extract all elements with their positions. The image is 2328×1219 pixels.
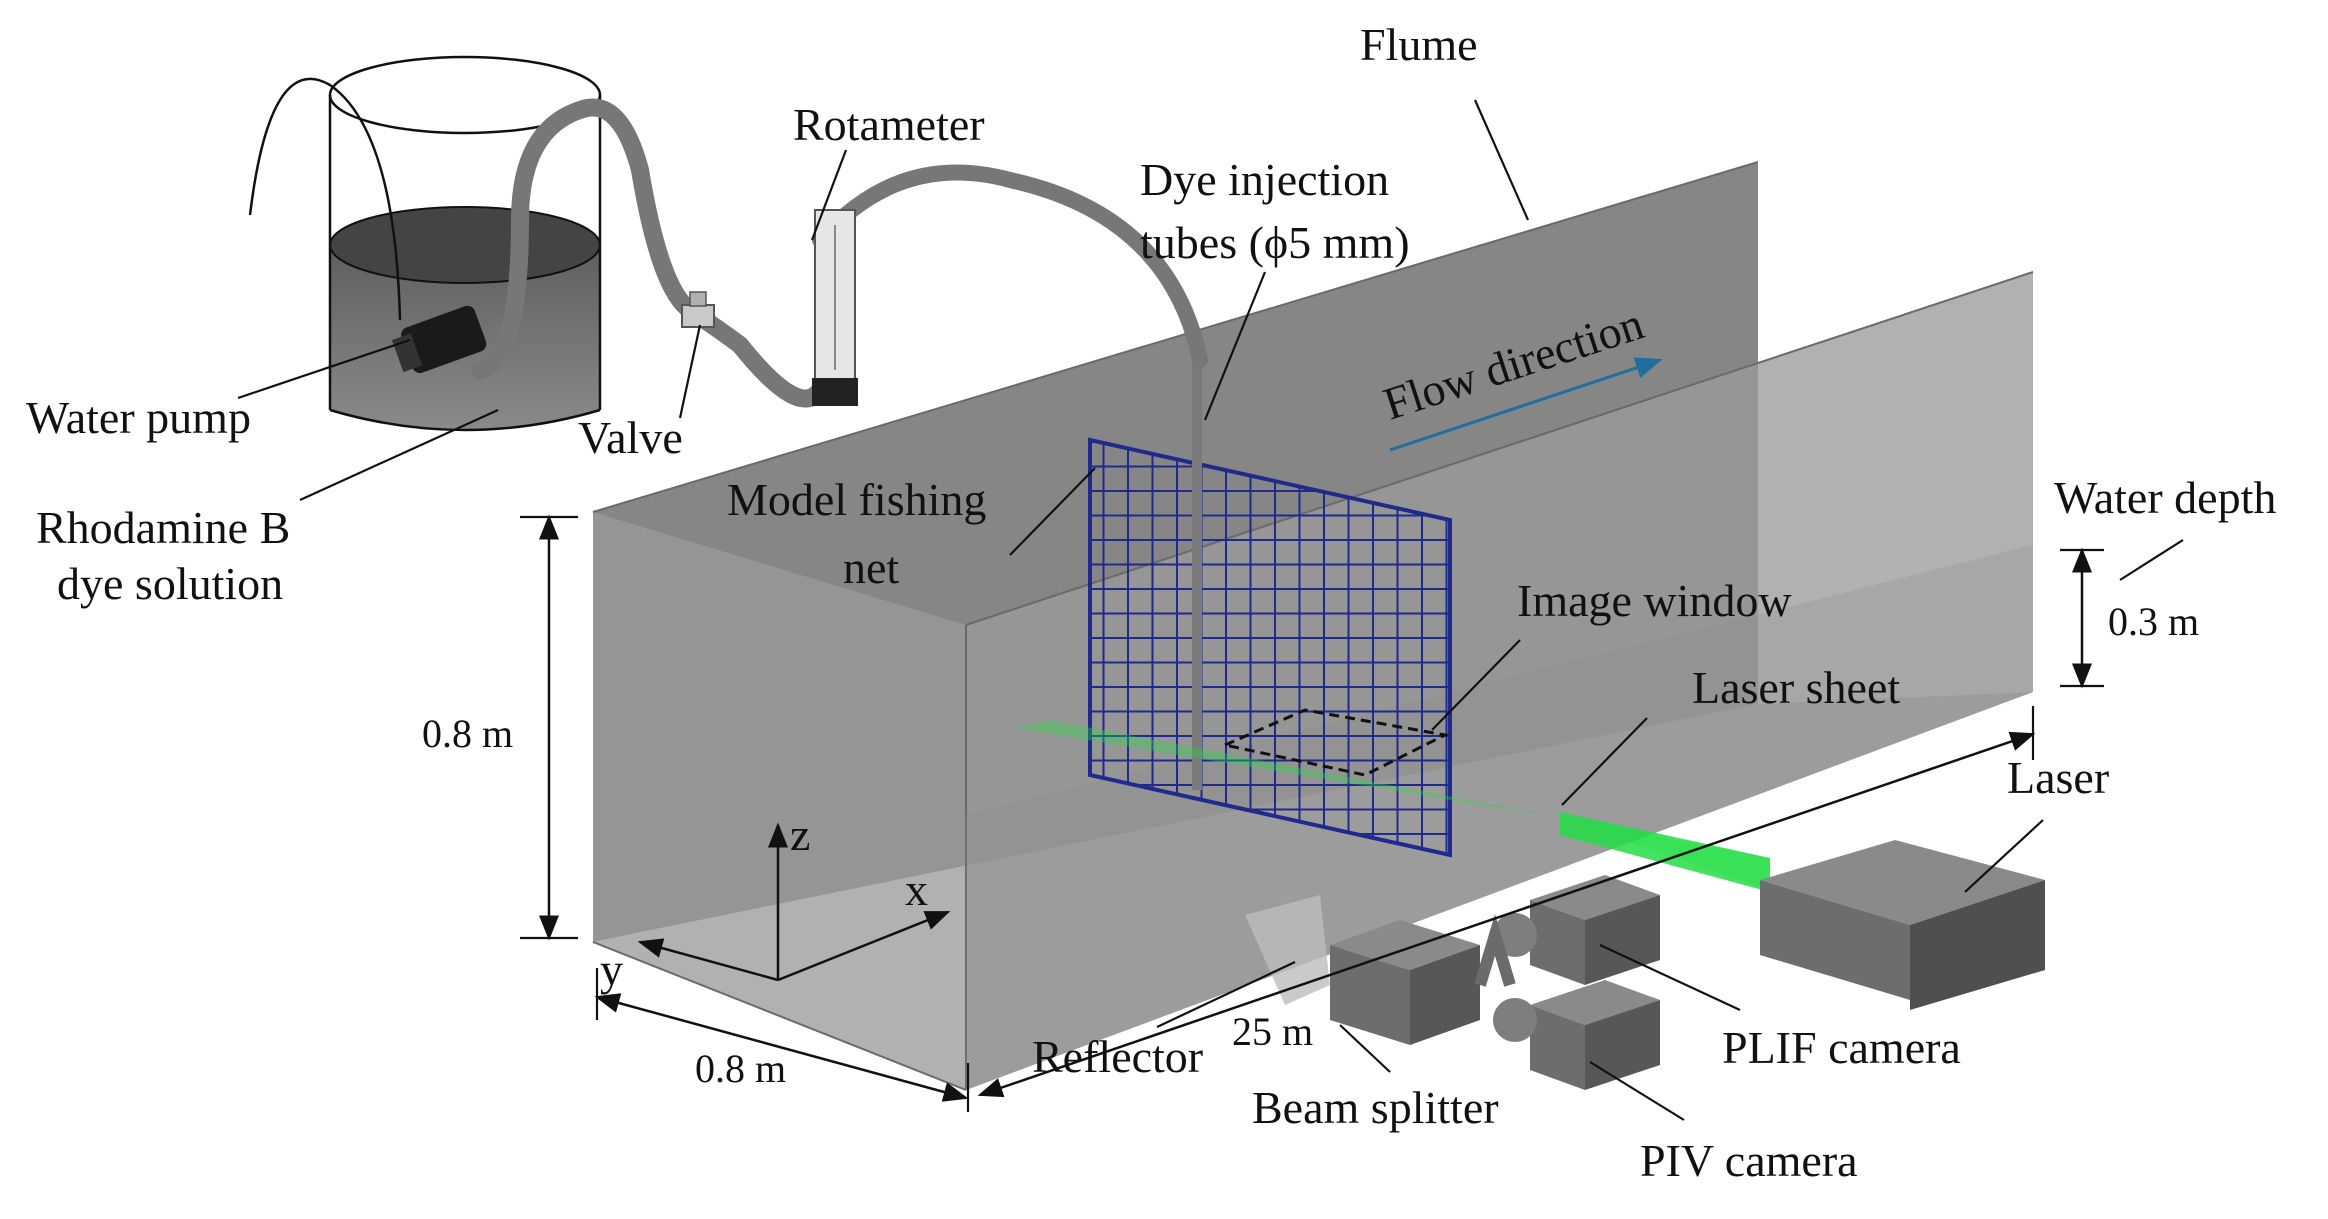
leader-rhodamine (299, 408, 499, 502)
label-rhodamine-line1: Rhodamine B (36, 502, 290, 553)
label-dye-injection-line1: Dye injection (1140, 154, 1389, 205)
leader-water-depth (2119, 539, 2184, 581)
label-length-value: 25 m (1232, 1009, 1313, 1054)
label-laser-sheet: Laser sheet (1692, 662, 1900, 713)
laser-unit (1760, 840, 2045, 1010)
label-image-window: Image window (1517, 575, 1792, 626)
label-height-value: 0.8 m (422, 711, 513, 756)
label-axis-z: z (790, 809, 810, 860)
pump-cable (248, 77, 402, 321)
hose (471, 98, 829, 408)
coordinate-axes (637, 822, 951, 982)
dye-tank (248, 55, 602, 432)
flow-arrow (1389, 357, 1663, 452)
label-model-net-line1: Model fishing (727, 474, 986, 525)
length-dimension (977, 731, 2036, 1098)
label-valve: Valve (578, 412, 683, 463)
label-water-depth: Water depth (2054, 472, 2276, 523)
label-water-pump: Water pump (26, 392, 251, 443)
leader-rotameter (810, 149, 848, 241)
label-beam-splitter: Beam splitter (1252, 1082, 1499, 1133)
label-model-net-line2: net (843, 542, 899, 593)
flume-end-opening (593, 512, 966, 1090)
valve (681, 291, 715, 328)
label-piv-camera: PIV camera (1640, 1135, 1858, 1186)
label-width-value: 0.8 m (695, 1046, 786, 1091)
leader-flume (1473, 99, 1530, 221)
leader-valve (678, 324, 702, 419)
label-plif-camera: PLIF camera (1722, 1022, 1961, 1073)
label-rotameter: Rotameter (793, 99, 985, 150)
label-water-depth-value: 0.3 m (2108, 599, 2199, 644)
rotameter (812, 209, 858, 406)
leader-water-pump (237, 338, 411, 400)
leader-laser-sheet (1561, 717, 1648, 806)
label-laser: Laser (2007, 752, 2109, 803)
leader-piv-camera (1589, 1061, 1685, 1121)
hose-3 (812, 164, 1208, 368)
leader-image-window (1431, 639, 1521, 731)
label-axis-y: y (600, 944, 623, 995)
label-rhodamine-line2: dye solution (57, 558, 283, 609)
beam-splitter (1330, 920, 1480, 1045)
label-axis-x: x (905, 864, 928, 915)
label-flume: Flume (1360, 19, 1478, 70)
leader-plif-camera (1599, 944, 1741, 1011)
leader-beam-splitter (1339, 1024, 1391, 1073)
label-reflector: Reflector (1032, 1031, 1203, 1082)
leader-laser (1964, 819, 2044, 893)
width-dimension (594, 993, 969, 1102)
label-dye-injection-line2: tubes (ϕ5 mm) (1140, 217, 1410, 268)
piv-camera (1493, 980, 1660, 1090)
leader-dye-tubes (1203, 271, 1267, 421)
leader-reflector (1156, 961, 1296, 1028)
leader-model-net (1009, 467, 1096, 556)
